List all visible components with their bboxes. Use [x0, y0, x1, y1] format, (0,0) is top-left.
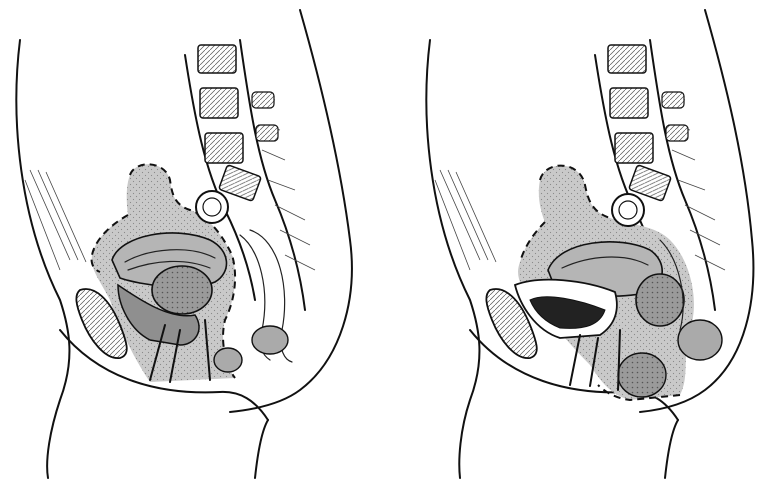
ovary-right: [636, 274, 684, 326]
panel-right: [426, 10, 753, 478]
ovary-left: [152, 266, 212, 314]
leg-line-left: [255, 420, 268, 478]
bowel-loop-right: [612, 194, 644, 226]
leg-line-right: [665, 420, 678, 478]
body-outline-left: [16, 40, 69, 478]
body-outline-right: [426, 40, 479, 478]
bowel-loop-left: [196, 191, 228, 223]
panel-left: [16, 10, 351, 478]
back-outline-left: [230, 10, 352, 412]
